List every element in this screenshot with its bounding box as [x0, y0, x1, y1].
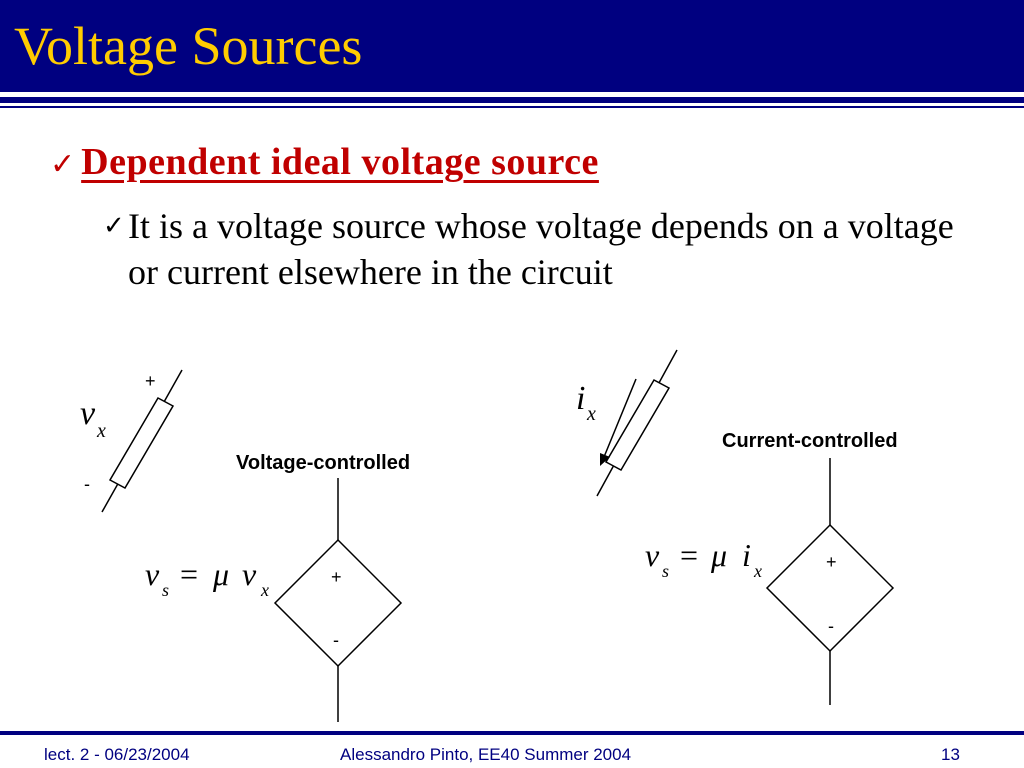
eq-mu: μ — [212, 556, 229, 592]
eq-mu: μ — [710, 537, 727, 573]
footer-page-number: 13 — [941, 745, 960, 764]
branch-plus-sign: + — [145, 371, 156, 391]
current-controlled-caption: Current-controlled — [722, 430, 898, 452]
arrow-head-icon — [600, 453, 610, 466]
branch-minus-sign: - — [84, 474, 90, 494]
title-rule-thin — [0, 106, 1024, 108]
eq-equals: = — [680, 537, 698, 573]
title-bar: Voltage Sources — [0, 0, 1024, 92]
source-minus-sign: - — [333, 630, 339, 650]
footer-rule — [0, 731, 1024, 735]
eq-lhs: v — [145, 556, 160, 592]
bullet-level1: ✓Dependent ideal voltage source — [50, 140, 599, 187]
checkmark-icon: ✓ — [50, 147, 76, 182]
eq-lhs: v — [645, 537, 660, 573]
eq-rhs-subscript: x — [260, 580, 269, 600]
branch-resistor — [108, 396, 175, 490]
source-plus-sign: + — [331, 567, 342, 587]
source-minus-sign: - — [828, 616, 834, 636]
voltage-controlled-source: Voltage-controlled + - v s = μ v x — [145, 452, 410, 722]
ix-label: i — [576, 380, 585, 417]
vx-label: v — [80, 395, 96, 432]
bullet-level1-text: Dependent ideal voltage source — [81, 141, 599, 183]
voltage-branch-element: + - v x — [80, 369, 183, 513]
current-branch-element: i x — [576, 349, 678, 497]
current-arrow — [603, 378, 637, 458]
source-plus-sign: + — [826, 552, 837, 572]
footer-author: Alessandro Pinto, EE40 Summer 2004 — [340, 745, 632, 764]
vx-subscript: x — [96, 420, 106, 442]
title-rule-thick — [0, 97, 1024, 103]
eq-rhs: v — [242, 556, 257, 592]
footer-date: lect. 2 - 06/23/2004 — [44, 745, 190, 764]
slide-title: Voltage Sources — [14, 16, 363, 76]
eq-equals: = — [180, 556, 198, 592]
checkmark-icon: ✓ — [103, 211, 125, 241]
bullet-level2-text: It is a voltage source whose voltage dep… — [128, 206, 954, 292]
eq-rhs-subscript: x — [753, 561, 762, 581]
branch-resistor — [604, 378, 671, 472]
voltage-controlled-caption: Voltage-controlled — [236, 452, 410, 474]
eq-lhs-subscript: s — [162, 580, 169, 600]
current-controlled-source: Current-controlled + - v s = μ i x — [645, 430, 898, 705]
eq-rhs: i — [742, 537, 751, 573]
eq-lhs-subscript: s — [662, 561, 669, 581]
ix-subscript: x — [586, 403, 596, 425]
